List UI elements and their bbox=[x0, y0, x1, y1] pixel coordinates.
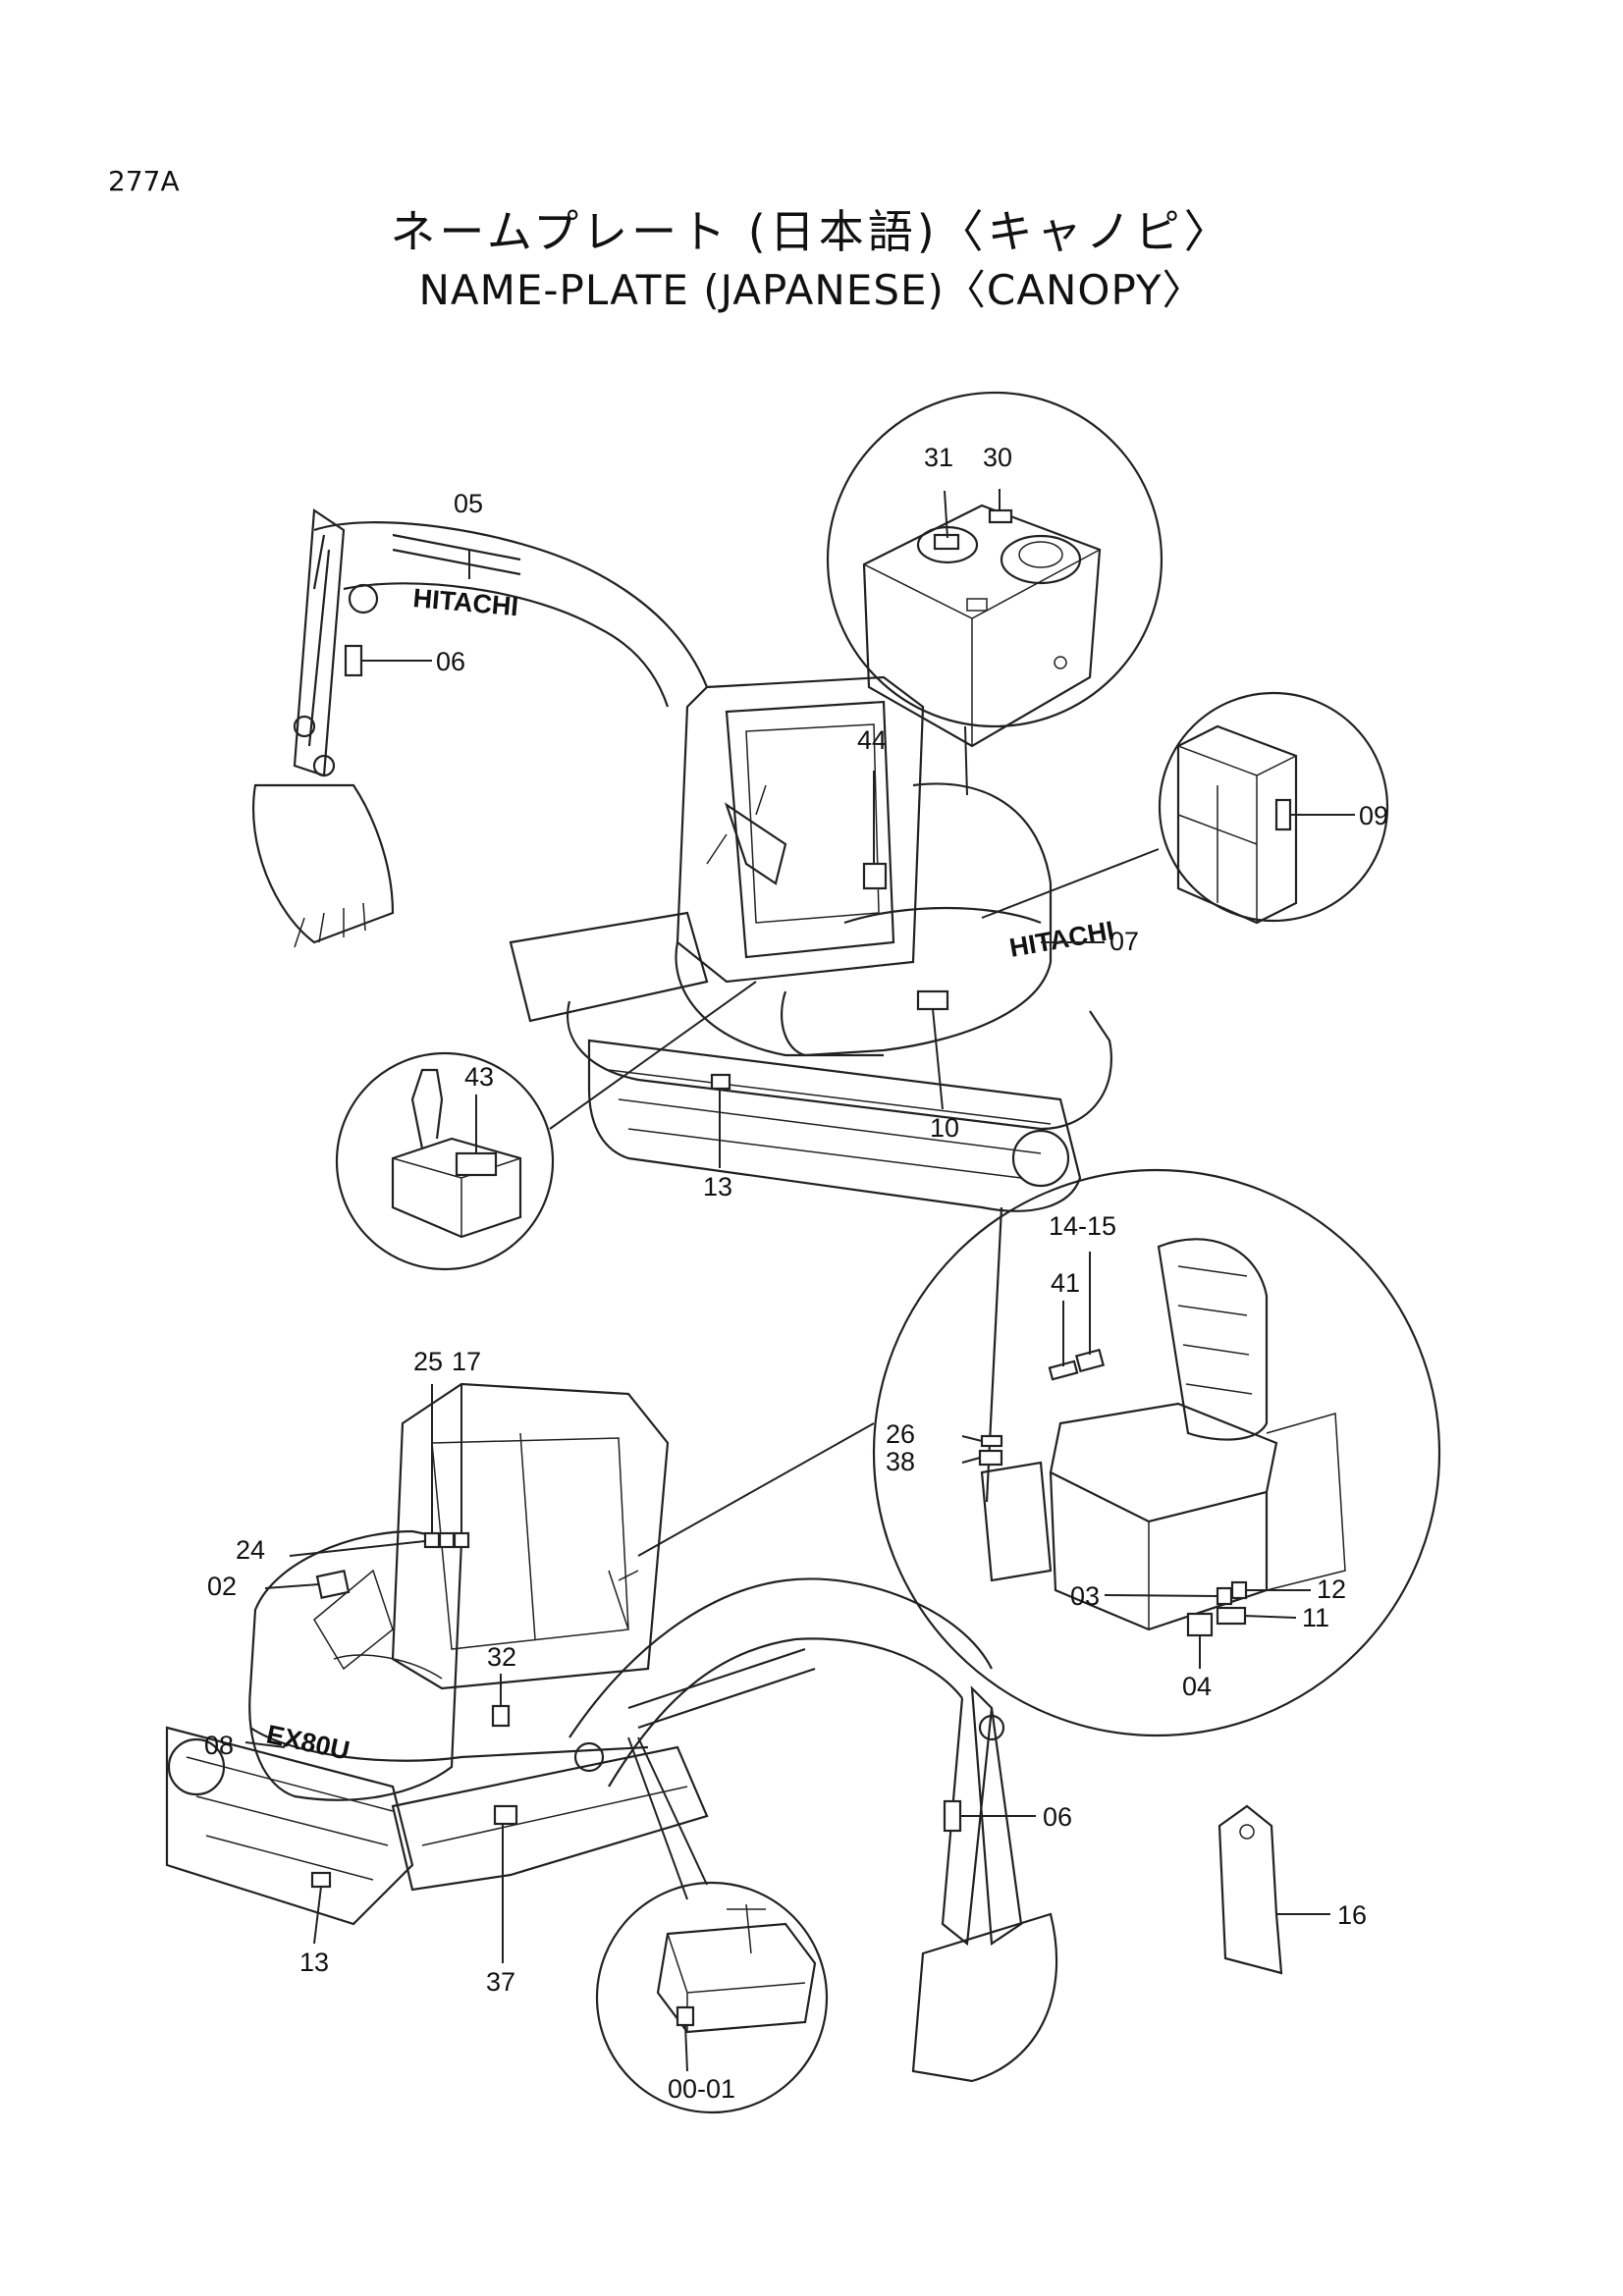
callout-00-01: 00-01 bbox=[668, 2074, 735, 2104]
tag-part-16 bbox=[1217, 1804, 1330, 1975]
boom-brand-text: HITACHI bbox=[411, 583, 519, 621]
plate-25 bbox=[438, 1531, 456, 1549]
callout-43: 43 bbox=[464, 1062, 494, 1092]
callout-07: 07 bbox=[1109, 927, 1139, 956]
side-brand-text: HITACHI bbox=[1007, 916, 1116, 963]
callout-12: 12 bbox=[1317, 1575, 1346, 1604]
plate-11 bbox=[1216, 1606, 1247, 1626]
plate-00-01 bbox=[676, 2005, 695, 2027]
callout-11: 11 bbox=[1302, 1603, 1329, 1632]
callout-09: 09 bbox=[1359, 801, 1388, 830]
callout-41: 41 bbox=[1051, 1268, 1080, 1298]
plate-02 bbox=[315, 1570, 351, 1599]
plate-06-upper bbox=[344, 644, 363, 677]
detail-circle-seat bbox=[637, 1168, 1441, 1737]
callout-02: 02 bbox=[207, 1572, 237, 1601]
callout-37: 37 bbox=[486, 1967, 515, 1997]
callout-08: 08 bbox=[204, 1731, 234, 1760]
plate-14-15 bbox=[1074, 1348, 1106, 1373]
callout-05: 05 bbox=[454, 489, 483, 518]
plate-09 bbox=[1274, 798, 1292, 831]
callout-13-lower: 13 bbox=[299, 1948, 329, 1977]
callout-31: 31 bbox=[924, 443, 953, 472]
callout-38: 38 bbox=[886, 1447, 915, 1476]
plate-43 bbox=[455, 1151, 498, 1177]
plate-41 bbox=[1048, 1360, 1079, 1381]
plate-13-upper bbox=[710, 1073, 731, 1091]
plate-26 bbox=[980, 1434, 1003, 1448]
detail-circle-lever bbox=[335, 981, 757, 1271]
plate-17 bbox=[453, 1531, 470, 1549]
callout-06-upper: 06 bbox=[436, 647, 465, 676]
plate-38 bbox=[978, 1449, 1003, 1467]
detail-circle-tank-top bbox=[826, 391, 1163, 796]
page-code: 277A bbox=[108, 165, 180, 197]
plate-30 bbox=[988, 508, 1013, 524]
callout-10: 10 bbox=[930, 1113, 959, 1143]
plate-24 bbox=[423, 1531, 441, 1549]
plate-12 bbox=[1230, 1580, 1248, 1600]
callout-44: 44 bbox=[857, 725, 887, 755]
plate-13-lower bbox=[310, 1871, 332, 1889]
title-japanese: ネームプレート (日本語)〈キャノピ〉 bbox=[390, 205, 1233, 258]
model-brand-text: EX80U bbox=[264, 1720, 352, 1766]
callout-14-15: 14-15 bbox=[1049, 1211, 1116, 1241]
plate-04 bbox=[1186, 1612, 1214, 1637]
upper-excavator-drawing: HITACHI HITACHI bbox=[251, 508, 1116, 1212]
plate-10 bbox=[916, 989, 949, 1011]
callout-13-upper: 13 bbox=[703, 1172, 732, 1201]
callout-04: 04 bbox=[1182, 1672, 1212, 1701]
detail-circle-control bbox=[595, 1736, 829, 2114]
callout-16: 16 bbox=[1337, 1900, 1367, 1930]
callout-26: 26 bbox=[886, 1419, 915, 1449]
plate-37 bbox=[493, 1804, 518, 1826]
callout-25: 25 bbox=[413, 1347, 443, 1376]
callout-24: 24 bbox=[236, 1535, 265, 1565]
callout-06-lower: 06 bbox=[1043, 1802, 1072, 1832]
plate-44 bbox=[862, 862, 888, 890]
callout-03: 03 bbox=[1070, 1581, 1100, 1611]
plate-32 bbox=[491, 1704, 511, 1728]
callout-17: 17 bbox=[452, 1347, 481, 1376]
title-english: NAME-PLATE (JAPANESE)〈CANOPY〉 bbox=[418, 266, 1205, 314]
plate-03 bbox=[1216, 1586, 1233, 1606]
plate-06-lower bbox=[943, 1799, 962, 1833]
detail-circle-unit bbox=[981, 691, 1389, 925]
callout-30: 30 bbox=[983, 443, 1012, 472]
callout-32: 32 bbox=[487, 1642, 516, 1672]
